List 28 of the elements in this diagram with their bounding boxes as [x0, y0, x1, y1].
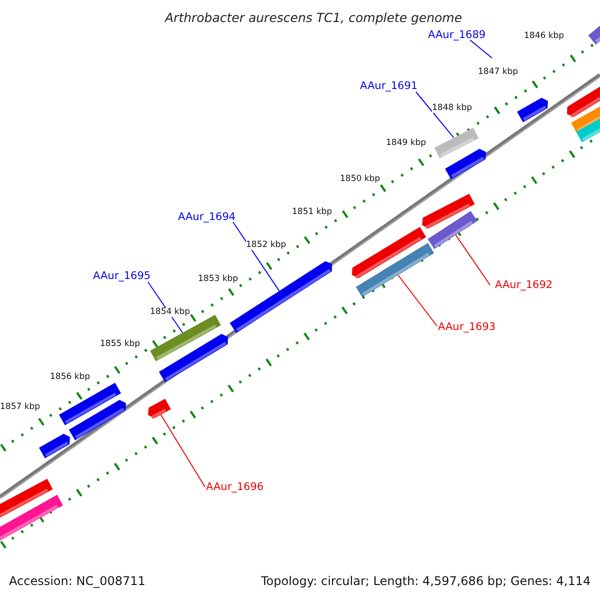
- leader-line: [416, 92, 454, 138]
- scale-label: 1854 kbp: [150, 308, 190, 316]
- gene-label: AAur_1689: [428, 30, 486, 40]
- leader-line: [398, 274, 438, 326]
- scale-label: 1849 kbp: [386, 139, 426, 148]
- gene-label: AAur_1696: [206, 482, 264, 492]
- scale-label: 1847 kbp: [478, 68, 518, 76]
- leader-line: [455, 234, 490, 286]
- leader-line: [232, 222, 280, 292]
- gene-feature: [428, 211, 478, 249]
- gene-label: AAur_1695: [93, 271, 151, 282]
- gene-label: AAur_1693: [438, 322, 496, 332]
- scale-label: 1851 kbp: [292, 208, 332, 216]
- gene-label: AAur_1694: [178, 212, 236, 222]
- footer-text: Accession: NC_008711: [9, 575, 146, 587]
- scale-label: 1850 kbp: [340, 175, 380, 184]
- diagram-title: Arthrobacter aurescens TC1, complete genome: [165, 12, 462, 24]
- scale-label: 1846 kbp: [524, 32, 564, 40]
- gene-label: AAur_1691: [360, 81, 418, 92]
- scale-label: 1857 kbp: [0, 403, 40, 412]
- gene-feature: [148, 398, 171, 419]
- leader-line: [160, 414, 206, 488]
- gene-feature: [356, 242, 434, 298]
- leader-line: [470, 40, 492, 58]
- scale-label: 1856 kbp: [50, 373, 90, 382]
- gene-label: AAur_1692: [495, 280, 553, 290]
- scale-label: 1853 kbp: [198, 275, 238, 284]
- footer-text: Topology: circular; Length: 4,597,686 bp; Genes: 4,114: [261, 575, 591, 587]
